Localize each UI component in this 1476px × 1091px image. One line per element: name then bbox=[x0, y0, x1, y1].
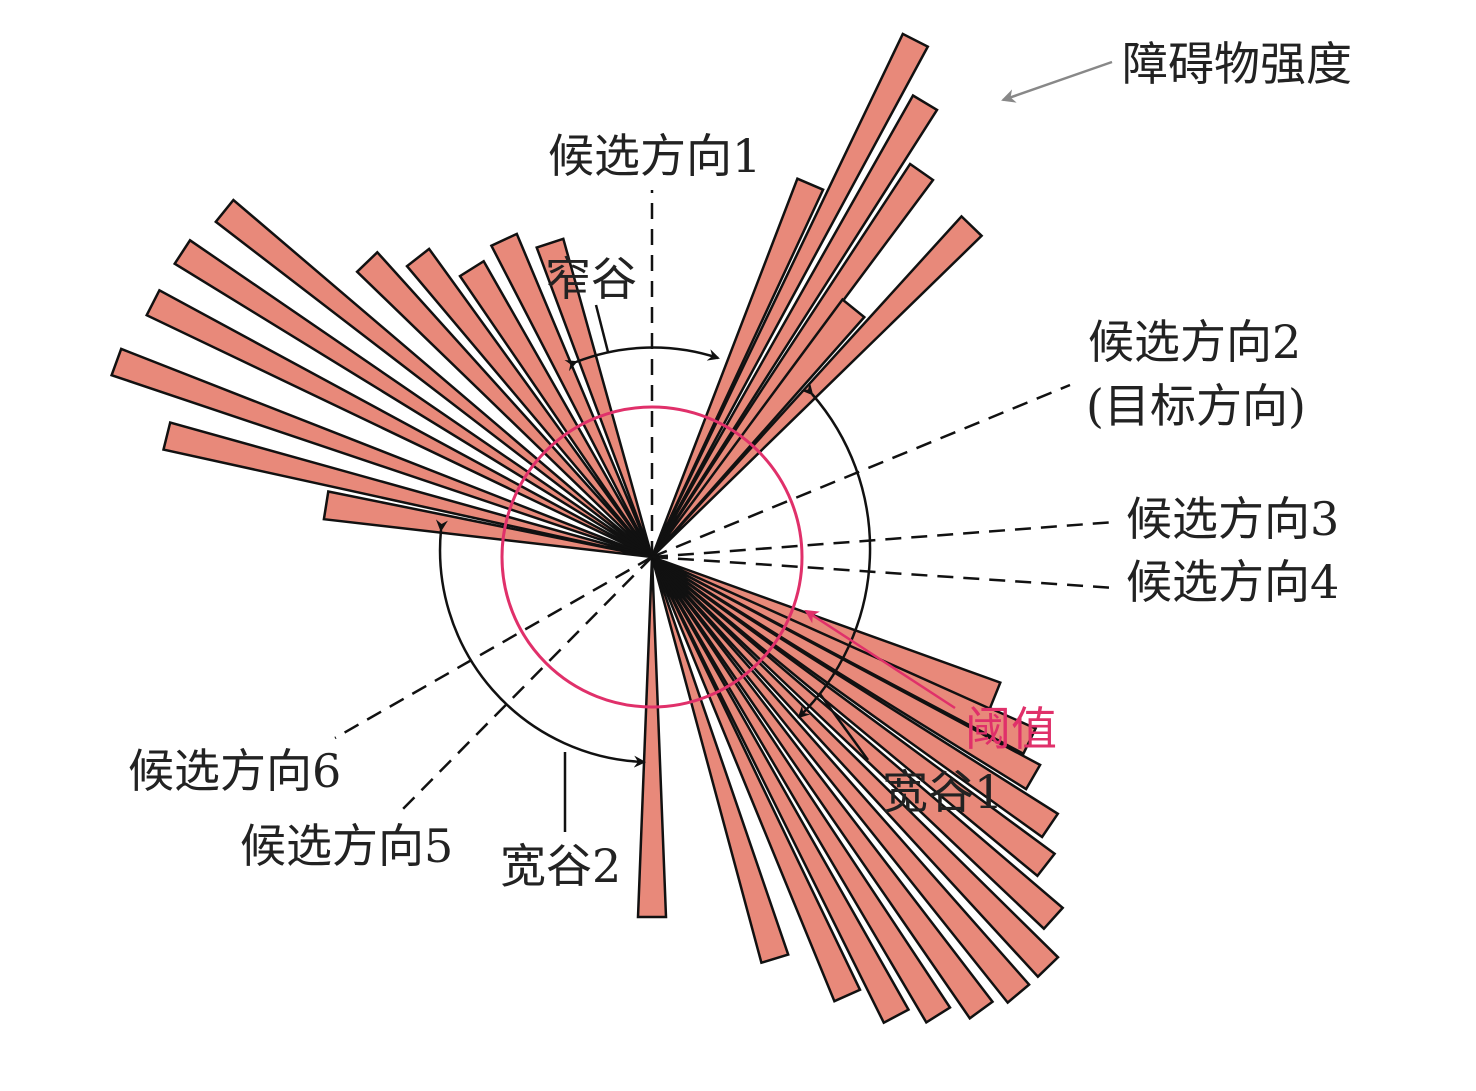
threshold-pointer bbox=[804, 609, 956, 710]
wide-valley-2-arc bbox=[435, 519, 646, 768]
narrow-valley-arc bbox=[564, 346, 720, 372]
obstacle-bar-upper-left-6 bbox=[214, 198, 653, 558]
candidate-line-2 bbox=[651, 383, 1071, 559]
leader-lines bbox=[563, 304, 870, 832]
obstacle-bar-upper-right-1 bbox=[650, 177, 825, 558]
candidate-6-label: 候选方向6 bbox=[128, 744, 341, 798]
obstacle-bar-lower-9 bbox=[651, 556, 1065, 931]
candidate-line-6 bbox=[334, 555, 653, 740]
obstacle-bar-lower-11 bbox=[651, 555, 1060, 839]
obstacle-bar-upper-left-8 bbox=[145, 288, 653, 559]
threshold-label: 阈值 bbox=[965, 702, 1057, 756]
wide-valley-2-label: 宽谷2 bbox=[500, 839, 621, 893]
obstacle-bar-upper-left-4 bbox=[405, 247, 654, 558]
obstacle-bar-lower-8 bbox=[651, 556, 1060, 979]
obstacle-bar-upper-right-3 bbox=[650, 93, 939, 558]
candidate-line-5 bbox=[399, 556, 653, 813]
obstacle-bar-lower-2 bbox=[650, 556, 790, 965]
obstacle-bar-upper-left-3 bbox=[458, 259, 654, 558]
obstacle-bar-lower-10 bbox=[651, 555, 1057, 878]
obstacle-bar-lower-3 bbox=[650, 556, 862, 1003]
obstacle-bar-upper-left-7 bbox=[172, 238, 653, 559]
obstacle-bar-upper-left-2 bbox=[489, 232, 654, 558]
narrow-valley-leader bbox=[594, 304, 610, 353]
obstacle-bars-upper-right bbox=[650, 32, 984, 558]
wide-valley-1-arc bbox=[797, 382, 872, 719]
candidate-3-label: 候选方向3 bbox=[1126, 492, 1339, 546]
candidate-4-label: 候选方向4 bbox=[1126, 555, 1339, 609]
candidate-2-label: 候选方向2 bbox=[1088, 315, 1301, 369]
valley-arcs bbox=[435, 346, 872, 768]
obstacle-strength-pointer bbox=[1001, 60, 1113, 103]
obstacle-strength-label: 障碍物强度 bbox=[1122, 37, 1352, 91]
candidate-2-note-label: (目标方向) bbox=[1086, 379, 1306, 433]
obstacle-bar-upper-left-1 bbox=[535, 237, 654, 558]
candidate-5-label: 候选方向5 bbox=[240, 819, 453, 873]
obstacle-bar-upper-right-2 bbox=[650, 32, 930, 558]
obstacle-bar-lower-4 bbox=[650, 556, 911, 1025]
obstacle-bar-upper-left-5 bbox=[355, 250, 653, 558]
wide-valley-1-label: 宽谷1 bbox=[882, 765, 1003, 819]
obstacle-bar-upper-right-5 bbox=[650, 297, 867, 558]
obstacle-bar-lower-14 bbox=[651, 555, 1002, 711]
candidate-line-3 bbox=[651, 520, 1116, 559]
obstacle-bar-upper-left-9 bbox=[109, 347, 653, 559]
wide-valley-1-leader bbox=[818, 693, 870, 761]
narrow-valley-label: 窄谷 bbox=[545, 252, 637, 306]
obstacle-bar-lower-6 bbox=[650, 556, 995, 1021]
obstacle-bar-lower-1 bbox=[636, 556, 668, 919]
candidate-1-label: 候选方向1 bbox=[548, 129, 761, 183]
obstacle-bar-lower-7 bbox=[651, 556, 1031, 1005]
obstacle-bar-lower-5 bbox=[650, 556, 952, 1025]
